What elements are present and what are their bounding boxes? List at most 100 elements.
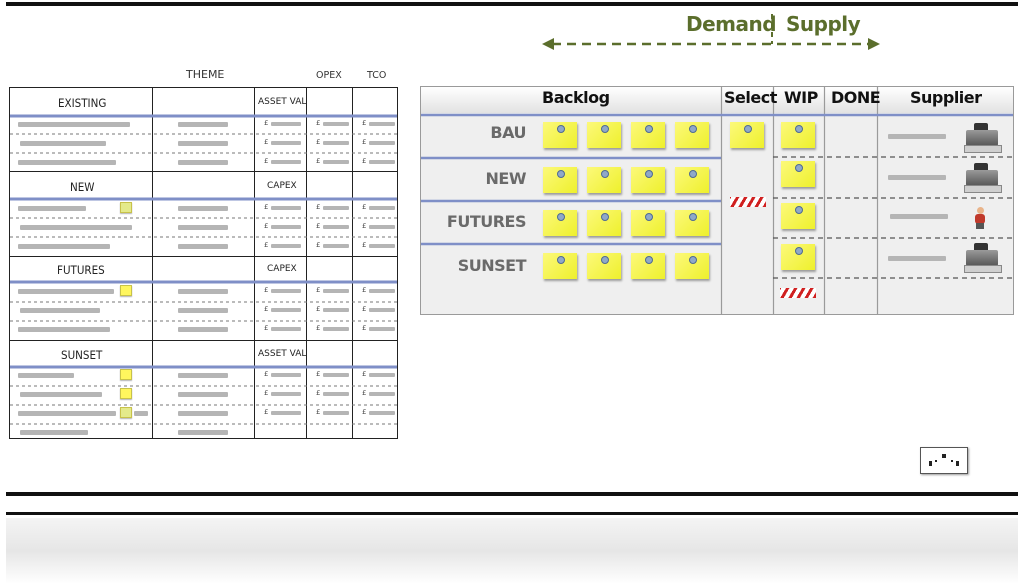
section-label-sunset: SUNSET: [61, 348, 103, 362]
sticky-note-icon: [120, 202, 132, 213]
floor-shadow: [6, 518, 1018, 584]
currency-symbol: £: [362, 408, 367, 416]
demand-label: Demand: [686, 12, 777, 36]
cost-value-bar: [369, 244, 395, 248]
cost-value-bar: [323, 225, 349, 229]
cost-value-bar: [271, 289, 301, 293]
row-theme-bar: [178, 308, 228, 313]
row-description-bar: [20, 430, 88, 435]
currency-symbol: £: [316, 286, 321, 294]
cost-value-bar: [271, 308, 301, 312]
row-description-bar: [18, 122, 130, 127]
sticky-note-icon: [120, 369, 132, 380]
row-theme-bar: [178, 122, 228, 127]
cost-value-bar: [369, 327, 395, 331]
sticky-note-icon: [781, 161, 815, 187]
top-rule: [6, 2, 1018, 6]
cost-value-bar: [369, 122, 395, 126]
currency-symbol: £: [362, 241, 367, 249]
row-description-bar: [134, 411, 148, 416]
cost-value-bar: [323, 141, 349, 145]
sticky-note-icon: [781, 203, 815, 229]
sticky-note-icon: [675, 122, 709, 148]
currency-symbol: £: [316, 305, 321, 313]
cash-register-icon: [964, 243, 1002, 273]
cost-value-bar: [271, 392, 301, 396]
currency-symbol: £: [264, 157, 269, 165]
floor-rule: [6, 512, 1018, 515]
cost-value-bar: [271, 122, 301, 126]
pin-icon: [557, 256, 565, 264]
row-description-bar: [18, 373, 74, 378]
sticky-note-icon: [120, 388, 132, 399]
sticky-note-icon: [781, 122, 815, 148]
sticky-note-icon: [543, 253, 577, 279]
row-description-bar: [20, 141, 106, 146]
pin-icon: [689, 256, 697, 264]
theme-header: THEME: [186, 68, 225, 81]
cost-value-bar: [369, 373, 395, 377]
cash-register-icon: [964, 163, 1002, 193]
currency-symbol: £: [316, 324, 321, 332]
sticky-note-icon: [120, 285, 132, 296]
row-theme-bar: [178, 373, 228, 378]
supplier-name-bar: [888, 175, 946, 180]
currency-symbol: £: [264, 222, 269, 230]
column-header-wip: WIP: [784, 88, 818, 107]
supply-label: Supply: [786, 12, 861, 36]
blocked-marker-select: [730, 197, 766, 207]
currency-symbol: £: [264, 305, 269, 313]
currency-symbol: £: [316, 203, 321, 211]
sticky-note-icon: [631, 253, 665, 279]
cost-value-bar: [369, 392, 395, 396]
row-theme-bar: [178, 225, 228, 230]
cost-value-bar: [369, 308, 395, 312]
pin-icon: [645, 213, 653, 221]
row-theme-bar: [178, 244, 228, 249]
column-header-backlog: Backlog: [542, 88, 610, 107]
sticky-note-icon: [587, 253, 621, 279]
currency-symbol: £: [316, 222, 321, 230]
kanban-board: [420, 86, 1014, 315]
row-description-bar: [18, 244, 110, 249]
currency-symbol: £: [264, 138, 269, 146]
cost-value-bar: [323, 244, 349, 248]
currency-symbol: £: [316, 157, 321, 165]
cost-value-bar: [271, 225, 301, 229]
currency-symbol: £: [362, 389, 367, 397]
currency-symbol: £: [362, 138, 367, 146]
row-label-futures: FUTURES: [446, 212, 527, 231]
pin-icon: [557, 125, 565, 133]
currency-symbol: £: [362, 370, 367, 378]
row-description-bar: [18, 411, 116, 416]
cost-value-bar: [271, 141, 301, 145]
cost-value-bar: [323, 206, 349, 210]
currency-symbol: £: [264, 241, 269, 249]
pin-icon: [645, 170, 653, 178]
row-description-bar: [18, 289, 114, 294]
pin-icon: [689, 170, 697, 178]
cost-value-bar: [271, 411, 301, 415]
sticky-note-icon: [587, 167, 621, 193]
row-theme-bar: [178, 206, 228, 211]
opex-header: OPEX: [316, 70, 342, 81]
pin-icon: [795, 206, 803, 214]
cost-value-bar: [271, 327, 301, 331]
pin-icon: [601, 213, 609, 221]
section-label-futures: FUTURES: [57, 263, 105, 277]
sticky-note-icon: [543, 210, 577, 236]
column-header-select: Select: [724, 88, 777, 107]
cost-value-bar: [323, 308, 349, 312]
column-header-supplier: Supplier: [910, 88, 982, 107]
value-type-futures: CAPEX: [267, 264, 297, 274]
power-socket-icon: [920, 447, 968, 474]
row-theme-bar: [178, 327, 228, 332]
row-theme-bar: [178, 411, 228, 416]
cost-value-bar: [271, 206, 301, 210]
blocked-marker-wip: [780, 288, 816, 298]
sticky-note-icon: [587, 210, 621, 236]
row-theme-bar: [178, 160, 228, 165]
currency-symbol: £: [362, 286, 367, 294]
bottom-rule: [6, 492, 1018, 496]
pin-icon: [601, 170, 609, 178]
